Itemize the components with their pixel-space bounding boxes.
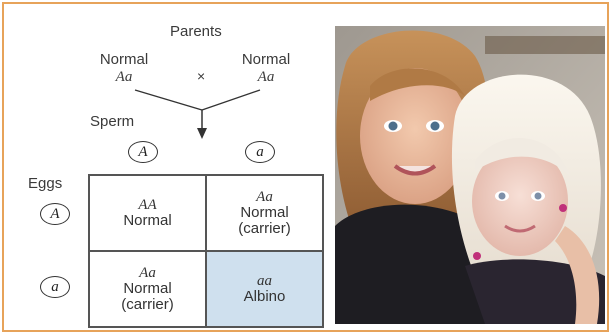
- sisters-photo: [335, 26, 605, 324]
- punnett-cell-Aa-bottom: Aa Normal (carrier): [89, 251, 206, 327]
- sperm-allele-a: a: [245, 141, 275, 163]
- parent-left-phenotype: Normal: [99, 51, 149, 68]
- sperm-allele-A: A: [128, 141, 158, 163]
- egg-allele-A: A: [40, 203, 70, 225]
- cross-arrow-lines: [134, 89, 261, 139]
- sperm-label: Sperm: [90, 113, 135, 130]
- parent-right-genotype: Aa: [257, 69, 275, 85]
- punnett-cell-Aa-top: Aa Normal (carrier): [206, 175, 323, 251]
- punnett-diagram-panel: Parents Normal Aa × Normal Aa Sperm A a …: [4, 4, 332, 330]
- punnett-cell-AA: AA Normal: [89, 175, 206, 251]
- eggs-label: Eggs: [28, 175, 63, 192]
- parent-right-phenotype: Normal: [241, 51, 291, 68]
- photo-illustration: [335, 26, 605, 324]
- cross-symbol: ×: [197, 68, 206, 84]
- punnett-cell-aa: aa Albino: [206, 251, 323, 327]
- parents-heading: Parents: [170, 23, 222, 40]
- punnett-square: AA Normal Aa Normal (carrier) Aa Normal …: [88, 174, 324, 328]
- egg-allele-a: a: [40, 276, 70, 298]
- parent-left-genotype: Aa: [115, 69, 133, 85]
